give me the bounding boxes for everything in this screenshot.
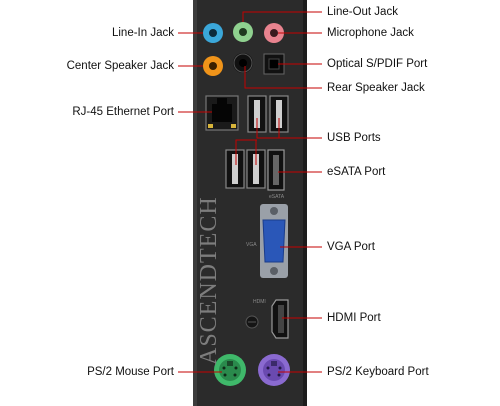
- vga-marking: VGA: [246, 242, 257, 248]
- leader-usb-upper-left: [256, 118, 322, 139]
- label-esata-port: eSATA Port: [327, 166, 386, 178]
- label-ps2-keyboard-port: PS/2 Keyboard Port: [327, 366, 429, 378]
- rear-speaker-jack: [233, 53, 253, 73]
- optical-spdif-port: [263, 53, 285, 75]
- leader-rear-speaker: [244, 66, 322, 89]
- label-rear-speaker-jack: Rear Speaker Jack: [327, 82, 425, 94]
- label-line-in-jack: Line-In Jack: [111, 27, 174, 39]
- esata-port: [267, 149, 285, 191]
- label-hdmi-port: HDMI Port: [327, 312, 381, 324]
- hdmi-port: [271, 299, 289, 339]
- leader-lines: [178, 11, 322, 373]
- usb-port-lower-left: [225, 149, 245, 189]
- label-microphone-jack: Microphone Jack: [327, 27, 414, 39]
- line-out-jack: [233, 22, 253, 42]
- panel-screw: [245, 315, 259, 329]
- label-ps2-mouse-port: PS/2 Mouse Port: [87, 366, 174, 378]
- hdmi-marking: HDMI: [253, 299, 266, 305]
- label-usb-ports: USB Ports: [327, 132, 381, 144]
- panel-edge-left: [193, 0, 197, 406]
- label-line-out-jack: Line-Out Jack: [327, 6, 398, 18]
- brand-logo-text: ASCENDTECH: [196, 196, 222, 365]
- rj45-port: [205, 95, 239, 131]
- label-rj45-ethernet-port: RJ-45 Ethernet Port: [72, 106, 174, 118]
- center-speaker-jack: [203, 56, 223, 76]
- ps2-mouse-port: [214, 354, 246, 386]
- leader-usb-lower-left: [235, 139, 257, 165]
- line-in-jack: [203, 23, 223, 43]
- label-vga-port: VGA Port: [327, 241, 375, 253]
- microphone-jack: [264, 23, 284, 43]
- vga-port: [260, 204, 288, 278]
- esata-marking: eSATA: [269, 194, 285, 200]
- panel-edge-right: [303, 0, 307, 406]
- leader-line-out: [242, 11, 322, 22]
- label-center-speaker-jack: Center Speaker Jack: [66, 60, 174, 72]
- ps2-keyboard-port: [258, 354, 290, 386]
- label-optical-spdif-port: Optical S/PDIF Port: [327, 58, 428, 70]
